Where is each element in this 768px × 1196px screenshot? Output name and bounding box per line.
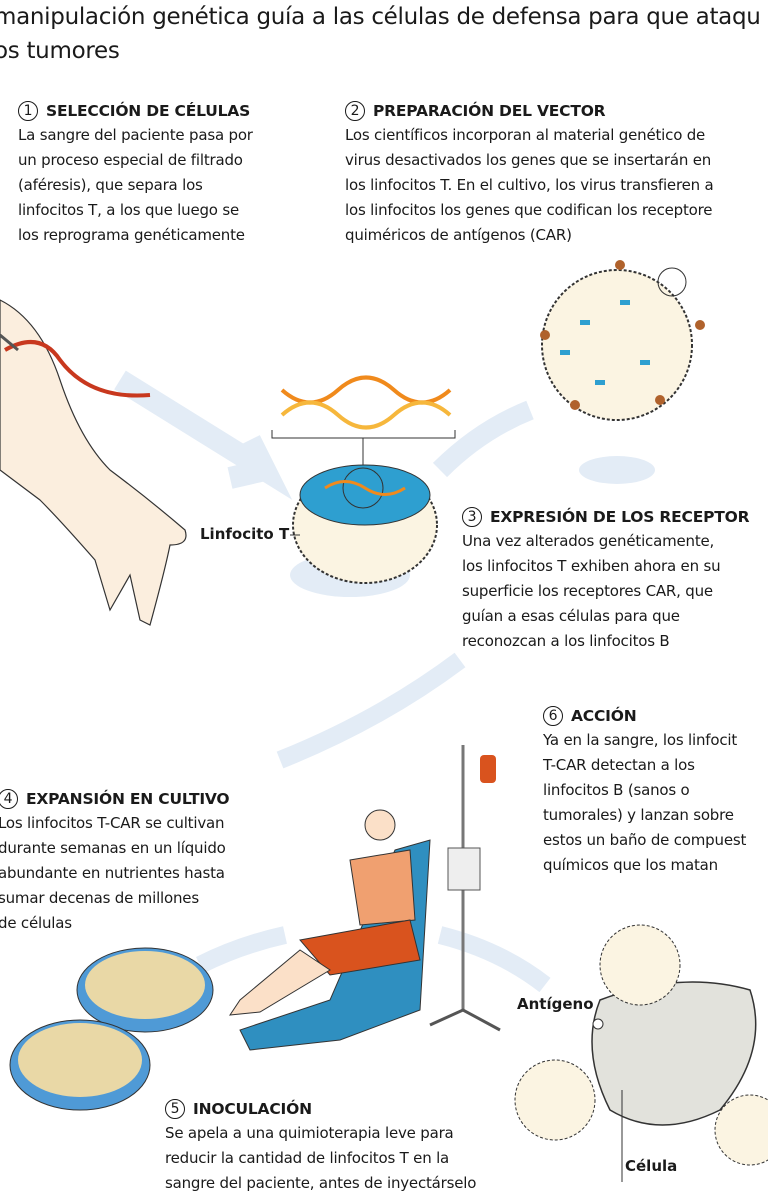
flow-arrow xyxy=(437,926,551,993)
step-number: 5 xyxy=(165,1099,185,1119)
dna-illustration xyxy=(271,375,456,468)
tumor-cell-illustration xyxy=(514,924,768,1182)
step-heading: INOCULACIÓN xyxy=(193,1100,312,1118)
cell-label: Célula xyxy=(625,1157,678,1175)
patient-illustration xyxy=(228,745,501,1051)
flow-arrow xyxy=(432,400,534,478)
step-heading: EXPANSIÓN EN CULTIVO xyxy=(26,790,230,808)
step-heading: ACCIÓN xyxy=(571,707,637,725)
flow-arrow xyxy=(195,926,287,974)
flow-arrow xyxy=(114,370,293,500)
step-heading: SELECCIÓN DE CÉLULAS xyxy=(46,102,251,120)
virus-illustration xyxy=(540,260,705,421)
page-title: manipulación genética guía a las células… xyxy=(0,4,761,64)
step-number: 1 xyxy=(18,101,38,121)
arm-illustration xyxy=(0,299,187,626)
flow-arrow xyxy=(276,652,466,769)
step-heading: PREPARACIÓN DEL VECTOR xyxy=(373,102,606,120)
antigen-label: Antígeno xyxy=(517,995,594,1013)
step-number: 4 xyxy=(0,789,18,809)
step-number: 2 xyxy=(345,101,365,121)
culture-dishes-illustration xyxy=(9,947,214,1111)
step-number: 3 xyxy=(462,507,482,527)
t-cell-illustration xyxy=(290,464,438,584)
t-cell-label: Linfocito T xyxy=(200,525,290,543)
step-number: 6 xyxy=(543,706,563,726)
step-heading: EXPRESIÓN DE LOS RECEPTOR xyxy=(490,508,750,526)
